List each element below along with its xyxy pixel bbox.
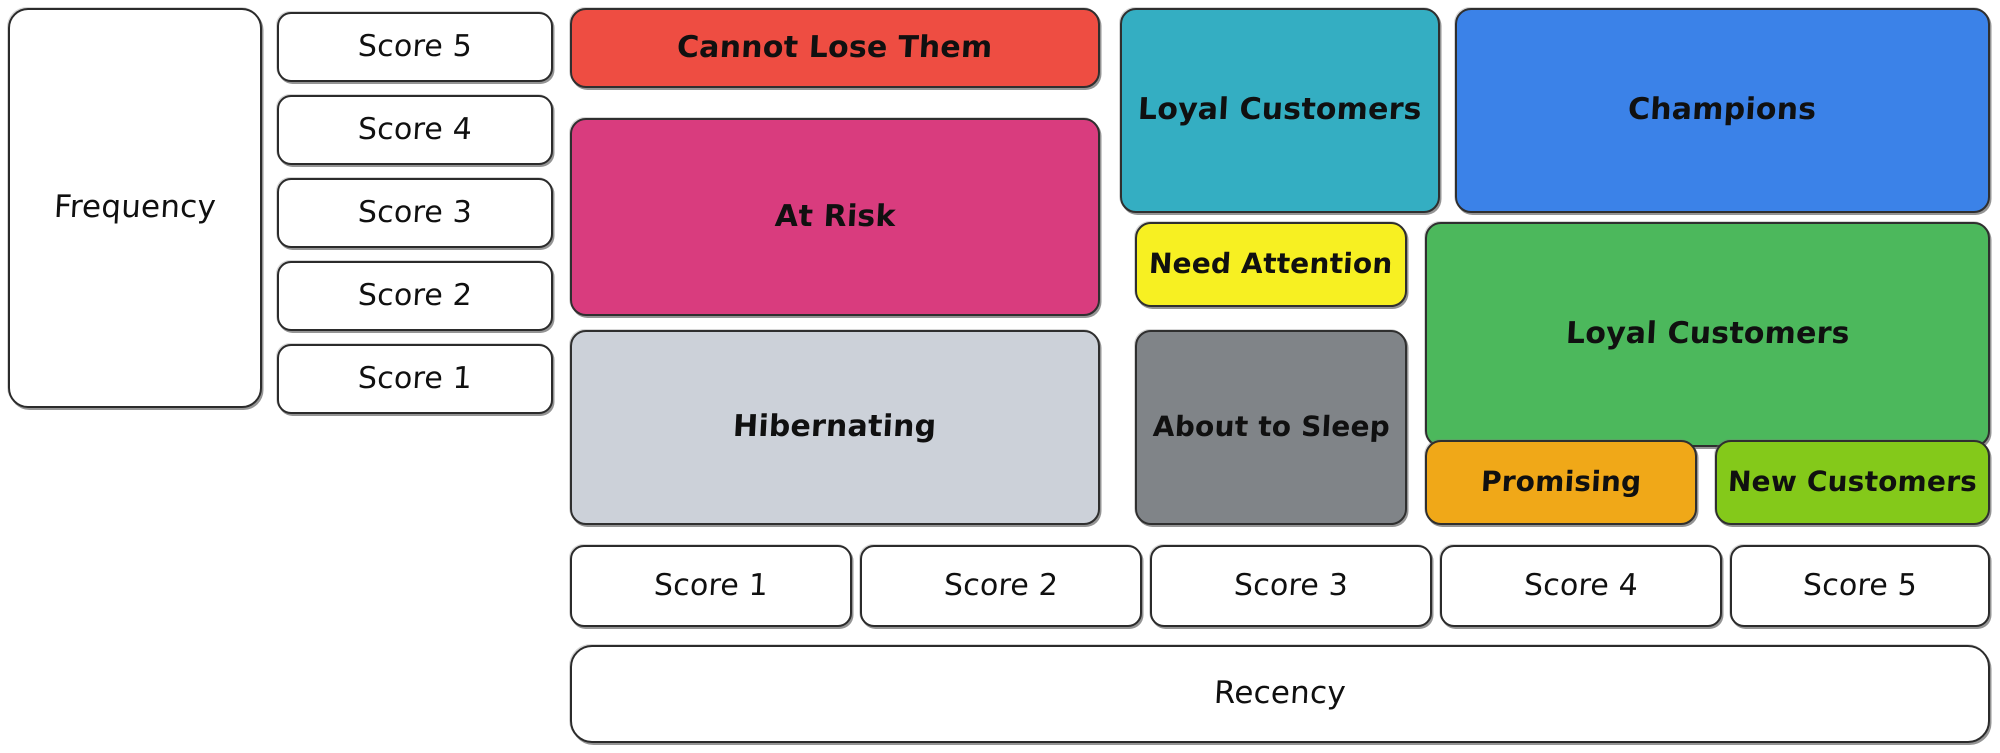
frequency-score-2[interactable]: Score 2 [277,261,553,331]
recency-axis-label: Recency [1213,675,1347,712]
frequency-axis-label: Frequency [53,189,217,226]
frequency-score-1[interactable]: Score 1 [277,344,553,414]
frequency-score-4[interactable]: Score 4 [277,95,553,165]
recency-score-3[interactable]: Score 3 [1150,545,1432,627]
recency-score-5[interactable]: Score 5 [1730,545,1990,627]
segment-cannot-lose-them[interactable]: Cannot Lose Them [570,8,1100,88]
segment-new-customers[interactable]: New Customers [1715,440,1990,525]
recency-axis-label-box: Recency [570,645,1990,743]
segment-at-risk[interactable]: At Risk [570,118,1100,316]
segment-about-to-sleep[interactable]: About to Sleep [1135,330,1407,525]
frequency-score-5[interactable]: Score 5 [277,12,553,82]
recency-score-1[interactable]: Score 1 [570,545,852,627]
segment-hibernating[interactable]: Hibernating [570,330,1100,525]
segment-need-attention[interactable]: Need Attention [1135,222,1407,307]
segment-champions[interactable]: Champions [1455,8,1990,213]
recency-score-4[interactable]: Score 4 [1440,545,1722,627]
recency-score-2[interactable]: Score 2 [860,545,1142,627]
segment-promising[interactable]: Promising [1425,440,1697,525]
segment-loyal-customers-green[interactable]: Loyal Customers [1425,222,1990,447]
segment-loyal-customers-teal[interactable]: Loyal Customers [1120,8,1440,213]
frequency-score-3[interactable]: Score 3 [277,178,553,248]
frequency-axis-label-box: Frequency [8,8,262,408]
